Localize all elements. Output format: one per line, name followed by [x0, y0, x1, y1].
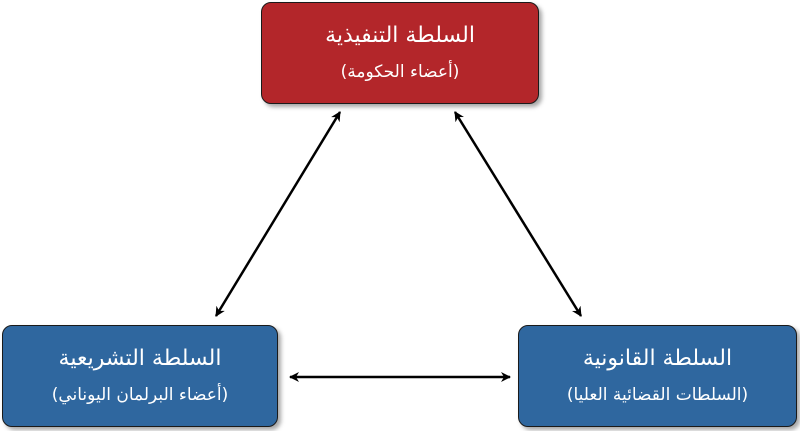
judicial-branch-box: السلطة القانونية (السلطات القضائية العلي…	[518, 325, 797, 427]
executive-branch-box: السلطة التنفيذية (أعضاء الحكومة)	[261, 2, 539, 104]
judicial-subtitle: (السلطات القضائية العليا)	[566, 385, 749, 405]
arrow-executive-judicial	[453, 111, 583, 317]
arrow-executive-legislative	[214, 111, 342, 317]
executive-title: السلطة التنفيذية	[325, 23, 475, 48]
executive-subtitle: (أعضاء الحكومة)	[340, 62, 460, 82]
legislative-subtitle: (أعضاء البرلمان اليوناني)	[51, 385, 229, 405]
legislative-title: السلطة التشريعية	[58, 346, 222, 371]
legislative-branch-box: السلطة التشريعية (أعضاء البرلمان اليونان…	[2, 325, 278, 427]
judicial-title: السلطة القانونية	[582, 346, 733, 371]
